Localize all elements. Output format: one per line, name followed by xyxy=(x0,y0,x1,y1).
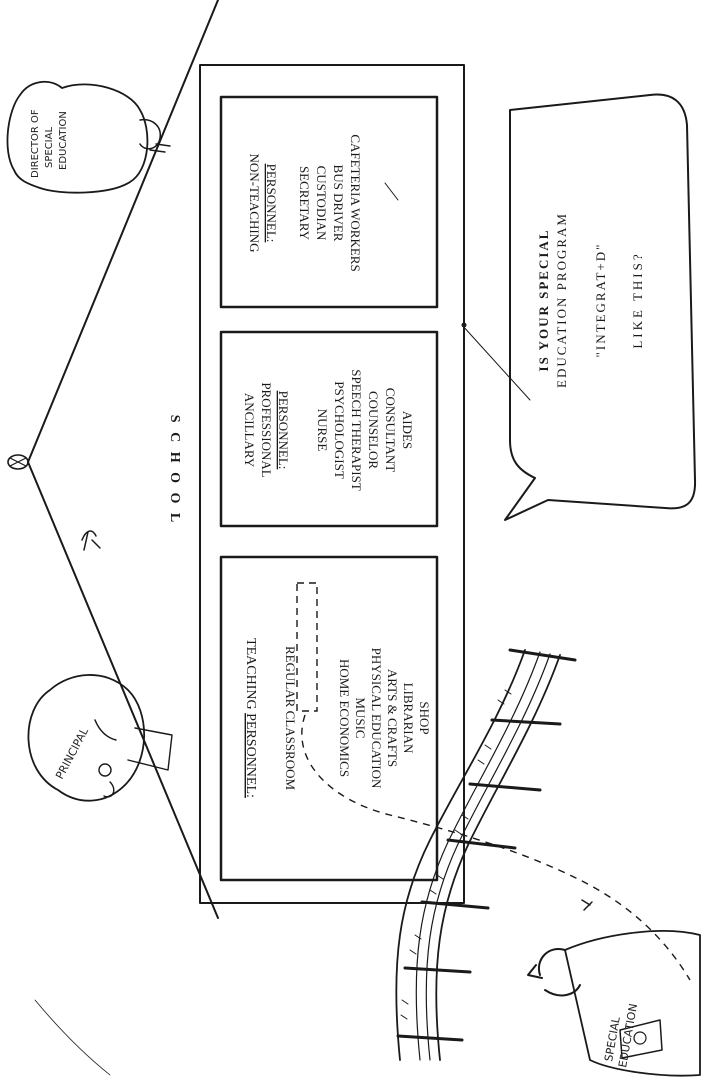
ancillary-personnel-box: ANCILLARY PROFESSIONAL PERSONNEL: NURSE … xyxy=(221,332,437,526)
pointer-line xyxy=(462,325,530,400)
nonteaching-title-line: NON-TEACHING xyxy=(247,154,262,253)
bubble-line: "INTEGRAT+D" xyxy=(593,243,608,358)
director-label-line: DIRECTOR OF xyxy=(30,109,41,178)
principal-label: PRINCIPAL xyxy=(53,725,91,782)
ancillary-item: PSYCHOLOGIST xyxy=(332,381,347,479)
special-education-building: SPECIAL EDUCATION xyxy=(528,931,700,1076)
pointer-dot xyxy=(462,323,467,328)
roof-peak-ornament xyxy=(8,455,28,469)
stray-mark xyxy=(385,183,398,200)
special-ed-slot-dashed xyxy=(297,583,317,711)
teaching-item: SHOP xyxy=(417,701,432,734)
school-label: S C H O O L xyxy=(167,415,182,525)
ancillary-title-line: ANCILLARY xyxy=(242,393,257,468)
ancillary-item: NURSE xyxy=(315,409,330,452)
stray-line xyxy=(35,1000,110,1075)
bubble-line: EDUCATION PROGRAM xyxy=(554,212,569,388)
nonteaching-item: SECRETARY xyxy=(297,166,312,241)
teaching-item: PHYSICAL EDUCATION xyxy=(369,648,384,789)
integration-path-dashed xyxy=(302,715,690,980)
teaching-item: REGULAR CLASSROOM xyxy=(283,646,298,791)
teaching-personnel-box: TEACHING PERSONNEL: REGULAR CLASSROOM HO… xyxy=(221,557,437,880)
ancillary-item: CONSULTANT xyxy=(383,388,398,472)
nonteaching-item: CUSTODIAN xyxy=(314,166,329,241)
ancillary-item: SPEECH THERAPIST xyxy=(349,369,364,491)
director-label-line: SPECIAL xyxy=(44,127,55,168)
teaching-item: LIBRARIAN xyxy=(401,683,416,754)
teaching-item: ARTS & CRAFTS xyxy=(385,669,400,767)
roof-sketch-mark xyxy=(82,531,100,550)
ancillary-item: AIDES xyxy=(400,411,415,449)
nonteaching-item: CAFETERIA WORKERS xyxy=(348,134,363,271)
teaching-item: HOME ECONOMICS xyxy=(337,659,352,777)
ancillary-item: COUNSELOR xyxy=(366,391,381,469)
teaching-title-underlined: PERSONNEL: xyxy=(243,713,258,798)
bubble-line: IS YOUR SPECIAL xyxy=(536,229,551,372)
nonteaching-personnel-box: NON-TEACHING PERSONNEL: SECRETARY CUSTOD… xyxy=(221,97,437,307)
nonteaching-title-underlined: PERSONNEL: xyxy=(264,164,279,243)
ancillary-title-underlined: PERSONNEL: xyxy=(276,391,291,470)
school-roof-outline xyxy=(28,0,218,918)
svg-text:TEACHING PERSONNEL:: TEACHING PERSONNEL: xyxy=(243,638,258,798)
director-label-line: EDUCATION xyxy=(58,111,69,170)
speech-bubble: IS YOUR SPECIAL EDUCATION PROGRAM "INTEG… xyxy=(505,94,695,520)
bubble-line: LIKE THIS? xyxy=(630,251,645,348)
teaching-item: MUSIC xyxy=(353,697,368,738)
ancillary-title-line: PROFESSIONAL xyxy=(259,382,274,477)
principal-figure: PRINCIPAL xyxy=(28,675,172,801)
teaching-title-prefix: TEACHING xyxy=(243,638,258,713)
stray-sketch-mark xyxy=(582,900,592,910)
nonteaching-item: BUS DRIVER xyxy=(331,165,346,242)
